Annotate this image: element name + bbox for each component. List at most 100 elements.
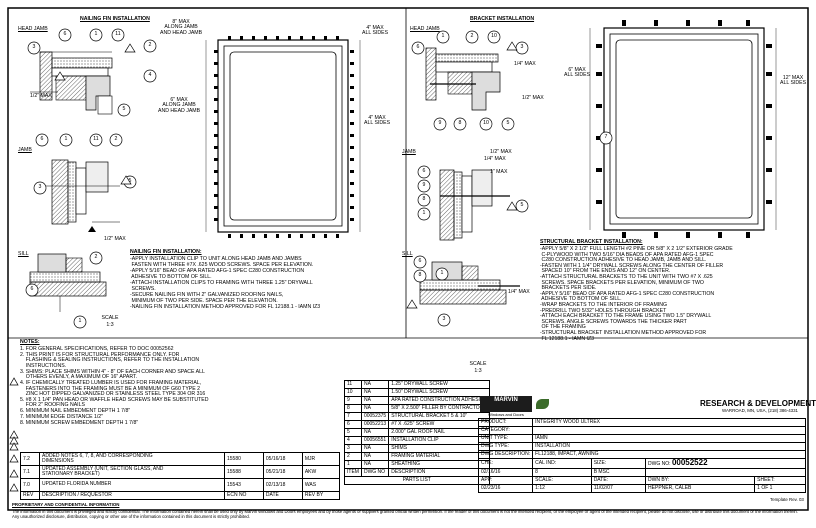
nail-mark (312, 234, 315, 238)
br-note-line: SCREWS. ANGLE SCREWS TOWARDS THE THICKER… (540, 318, 687, 325)
nail-mark (252, 234, 255, 238)
dwg-type-value: INSTALLATION (532, 442, 806, 451)
bracket-mark (654, 20, 658, 26)
parts-cell: 6 (344, 420, 362, 429)
bracket-mark (596, 200, 602, 204)
parts-cell: 5 (344, 428, 362, 437)
callout-7: 7 (604, 134, 608, 140)
callout-6: 6 (30, 286, 34, 292)
parts-cell: APA RATED CONSTRUCTION ADHESIVE (388, 396, 490, 405)
br-notes-title: STRUCTURAL BRACKET INSTALLATION: (540, 239, 643, 245)
br-note-line: FL 12188.1 - IAMN IZ3 (540, 335, 595, 342)
br-note-line: OF THE FRAMING (540, 324, 586, 331)
parts-cell: NA (360, 388, 390, 397)
note-item: 3. SHIMS: PLACE SHIMS WITHIN 4" - 8" OF … (20, 368, 205, 381)
note-item: 5. #8 X 1 1/4" PAN HEAD OR WAFFLE HEAD S… (20, 397, 209, 409)
callout-8: 8 (458, 120, 462, 126)
revision-cell: 7.2 (20, 452, 40, 466)
nail-mark (214, 194, 218, 197)
nf-jamb-label: JAMB (18, 147, 32, 153)
sheet-value: 1 OF 1 (754, 484, 806, 493)
nf-note-line: -SECURE NAILING FIN WITH 2" GALVANIZED R… (130, 292, 284, 298)
parts-cell: 1.25" DRYWALL SCREW (388, 380, 490, 389)
bracket-mark (596, 136, 602, 140)
nail-mark (324, 36, 327, 40)
parts-footer: PARTS LIST (344, 476, 490, 485)
logo: MARVIN (480, 396, 532, 412)
revision-cell: 7.1 (20, 465, 40, 479)
parts-cell: STRUCTURAL BRACKET 5 & 10" (388, 412, 490, 421)
nf-sill-label: SILL (18, 251, 29, 257)
cal-label: CAL IND: (535, 460, 557, 466)
br-note-line: -APPLY 5/8" X 2 1/2" FULL LENGTH #2 PINE… (540, 246, 733, 252)
nail-mark (350, 170, 354, 173)
nf-note-line: -NAILING FIN INSTALLATION METHOD APPROVE… (130, 304, 321, 310)
br-elevation (589, 27, 777, 231)
revision-cell: 15588 (224, 465, 264, 479)
revision-header-cell: DESCRIPTION / REQUESTOR (39, 491, 225, 500)
notes-title: NOTES: (20, 339, 40, 345)
nail-mark (350, 74, 354, 77)
nf-nail-marks (214, 36, 354, 238)
revision-cell: 7.0 (20, 478, 40, 492)
callout-6: 6 (40, 136, 44, 142)
br-note-line: -ATTACH STRUCTURAL BRACKETS TO THE UNIT … (540, 274, 713, 280)
br-note-line: -FASTEN WITH 1 1/4" DRYWALL SCREWS ALONG… (540, 262, 724, 269)
nail-mark (228, 36, 231, 40)
parts-header-cell: ITEM (344, 468, 362, 477)
br-head-jamb-label: HEAD JAMB (410, 26, 440, 32)
br-note-line: -ATTACH EACH BRACKET TO THE FRAME USING … (540, 313, 712, 320)
sheet-border (7, 7, 809, 511)
title-block-table: PRODUCT:INTEGRITY WOOD ULTREX CATEGORY: … (477, 418, 806, 493)
callout-1: 1 (441, 33, 445, 39)
callout-6: 6 (63, 31, 67, 37)
callout-11: 11 (115, 31, 121, 37)
callout-2: 2 (148, 42, 152, 48)
parts-cell: 2.000" GAL ROOF NAIL (388, 428, 490, 437)
br-jamb-label: JAMB (402, 149, 416, 155)
parts-cell: 9 (344, 396, 362, 405)
parts-cell: 10 (344, 388, 362, 397)
nail-mark (214, 110, 218, 113)
br-note-line: BRACKETS PER SIDE. (540, 285, 597, 292)
chk-date: 02/16/16 (477, 468, 534, 477)
notes-triangles (9, 377, 19, 451)
nail-mark (276, 234, 279, 238)
parts-cell: 00056551 (360, 436, 390, 445)
nail-mark (350, 134, 354, 137)
br-section-title: BRACKET INSTALLATION (470, 16, 535, 22)
br-note-line: ADHESIVE TO BOTTOM OF SILL. (540, 296, 622, 303)
size-value: B (593, 469, 598, 476)
nf-sill-detail (29, 253, 107, 312)
nail-mark (240, 36, 243, 40)
dept-address: WARROAD, MN, USA, (218) 386-4331 (722, 408, 798, 413)
br-jamb-dim-half: 1/2" MAX (490, 149, 512, 155)
callout-6: 6 (422, 168, 426, 174)
parts-header-cell: DWG NO (360, 468, 390, 477)
nail-mark (350, 158, 354, 161)
chk-label: CHK: (481, 460, 493, 466)
callout-9: 9 (438, 120, 442, 126)
bracket-mark (746, 20, 750, 26)
nail-mark (350, 122, 354, 125)
revision-cell: MJR (301, 452, 341, 466)
parts-cell: 3 (344, 444, 362, 453)
nf-notes-pre-2: FASTEN WITH THREE #7X .625 WOOD SCREWS. … (130, 262, 314, 268)
cal-value: 8 (532, 468, 592, 477)
parts-cell: 1 (344, 460, 362, 469)
nail-mark (214, 158, 218, 161)
callout-8: 8 (422, 196, 426, 202)
revision-header-cell: DATE (262, 491, 303, 500)
note-item: 6. MINIMUM NAIL EMBEDMENT DEPTH 1 7/8" (20, 408, 131, 415)
revision-cell: WAS (301, 478, 341, 492)
nf-head-jamb-label: HEAD JAMB (18, 26, 48, 32)
nail-mark (214, 98, 218, 101)
callout-3: 3 (442, 316, 446, 322)
